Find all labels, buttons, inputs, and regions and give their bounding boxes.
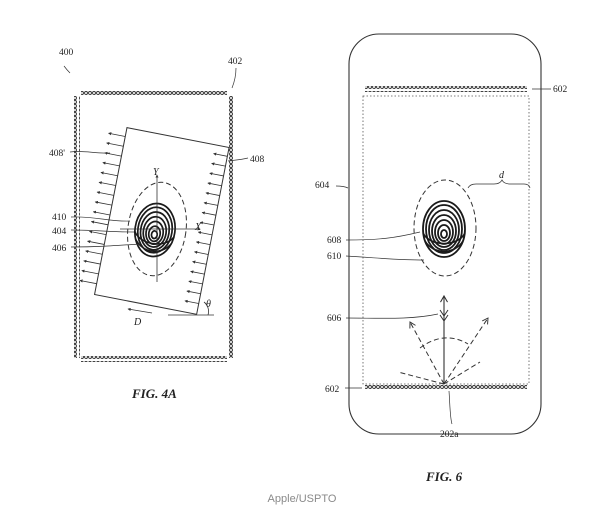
leader-lines-6 <box>335 88 551 425</box>
figure-6: 602 604 d 608 610 606 602 202a FIG. 6 <box>315 33 568 484</box>
leader-lines-4a <box>63 65 249 248</box>
transducer-strip-bottom-6 <box>365 384 527 390</box>
label-theta: θ <box>206 299 211 310</box>
label-608: 608 <box>327 236 342 246</box>
label-602-bottom: 602 <box>325 385 340 395</box>
label-402: 402 <box>228 57 243 67</box>
label-400: 400 <box>59 48 74 58</box>
finger-outline-dashed <box>127 181 187 277</box>
label-direction-d: D <box>133 317 142 328</box>
label-distance-d: d <box>499 170 505 181</box>
distance-bracket <box>467 179 531 189</box>
image-credit: Apple/USPTO <box>267 493 337 505</box>
caption-fig-4a: FIG. 4A <box>131 386 177 401</box>
label-604: 604 <box>315 181 330 191</box>
angle-arc <box>203 301 209 316</box>
transducer-strip-bottom <box>81 356 227 362</box>
transducer-strip-top <box>81 90 227 96</box>
transducer-strip-left <box>74 96 80 358</box>
label-606: 606 <box>327 314 342 324</box>
figure-4a: 400 402 408' 408 410 404 406 Y X θ D FIG… <box>49 48 265 401</box>
label-axis-x: X <box>194 222 202 233</box>
direction-arrow <box>127 307 153 314</box>
label-610: 610 <box>327 252 342 262</box>
label-axis-y: Y <box>153 167 160 178</box>
transducer-strip-top-6 <box>365 86 527 92</box>
rotated-sensor-frame <box>79 127 230 315</box>
label-410: 410 <box>52 213 67 223</box>
label-408-prime: 408' <box>49 149 65 159</box>
wave-directions <box>397 294 489 385</box>
fingerprint-image-6 <box>422 200 466 258</box>
label-406: 406 <box>52 244 67 254</box>
right-wave-arrows <box>184 152 228 304</box>
left-wave-arrows <box>79 132 126 285</box>
transducer-strip-right <box>229 96 235 358</box>
label-202a: 202a <box>440 430 459 440</box>
caption-fig-6: FIG. 6 <box>425 469 463 484</box>
device-housing <box>348 33 542 435</box>
label-404: 404 <box>52 227 67 237</box>
label-602-top: 602 <box>553 85 568 95</box>
finger-outline-dashed-6 <box>413 179 477 277</box>
fingerprint-image <box>130 200 180 260</box>
label-408: 408 <box>250 155 265 165</box>
